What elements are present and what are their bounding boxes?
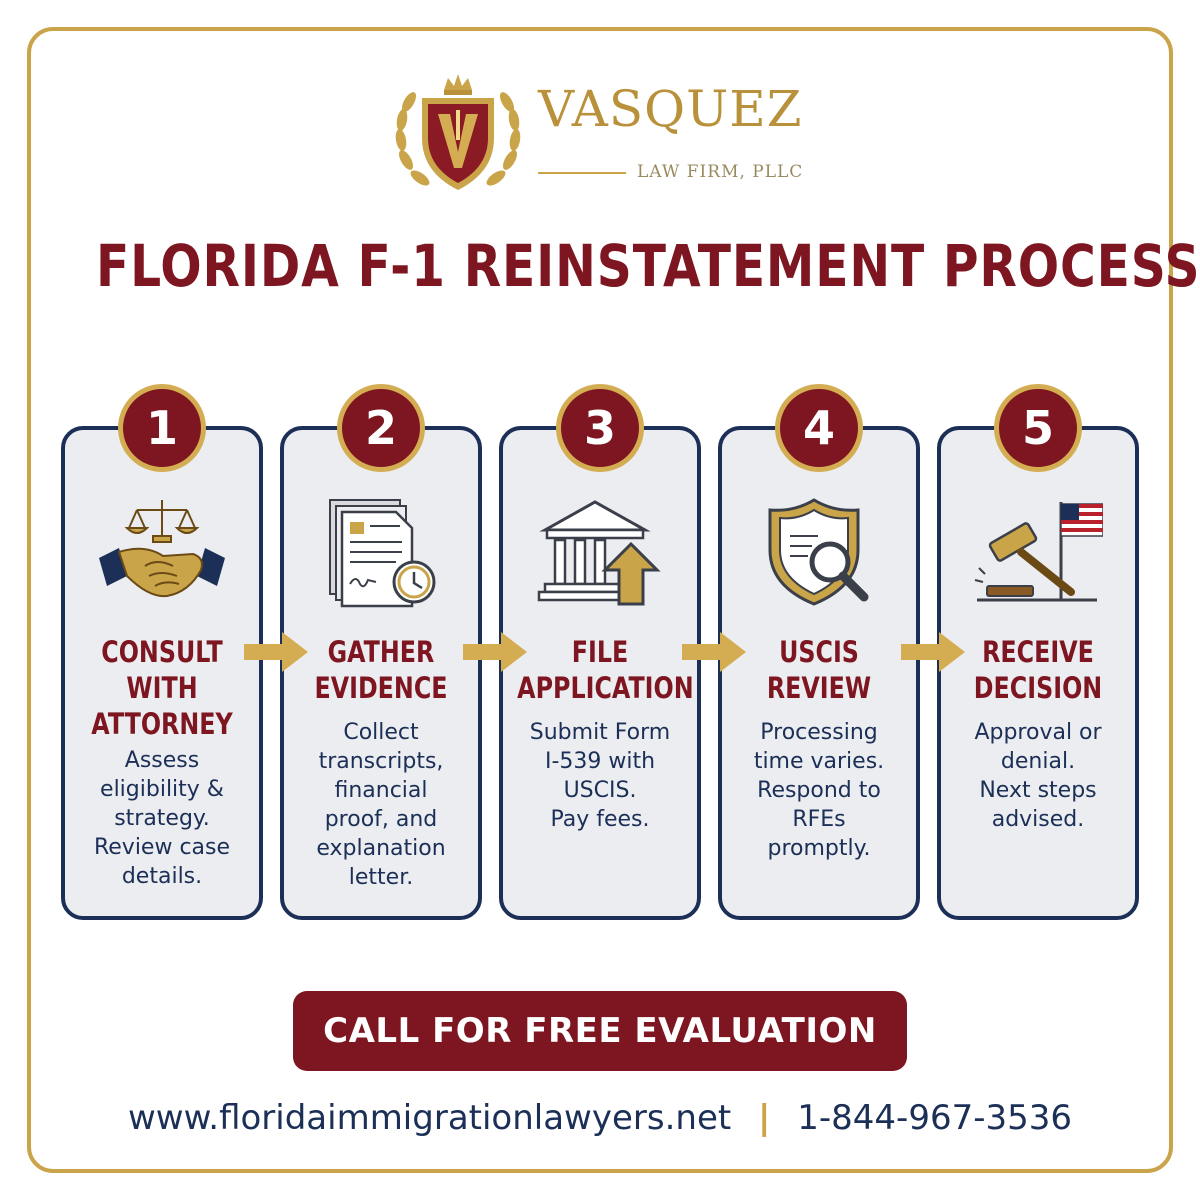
firm-name: VASQUEZ <box>538 80 803 138</box>
step-card <box>937 426 1139 920</box>
arrow-right-icon <box>244 632 308 672</box>
step-number-badge: 1 <box>118 384 206 472</box>
phone-link[interactable]: 1-844-967-3536 <box>797 1098 1073 1138</box>
step-description: Collect transcripts, financial proof, an… <box>316 720 446 890</box>
step-heading: RECEIVE DECISION <box>973 635 1103 705</box>
step-2: 2 GATHER EVIDENCE Collect transcripts, f… <box>280 384 482 922</box>
scales-handshake-icon <box>99 500 225 598</box>
free-evaluation-button[interactable]: CALL FOR FREE EVALUATION <box>293 991 907 1071</box>
firm-subtitle: LAW FIRM, PLLC <box>637 162 804 182</box>
firm-divider <box>538 172 626 174</box>
step-heading: USCIS REVIEW <box>766 635 872 705</box>
step-4: 4 USCIS REVIEW Processing time varies. R… <box>718 384 920 922</box>
step-heading: CONSULT WITH ATTORNEY <box>91 635 233 741</box>
step-number-badge: 5 <box>994 384 1082 472</box>
courthouse-upload-icon <box>537 500 661 606</box>
website-link[interactable]: www.floridaimmigrationlawyers.net <box>127 1098 732 1138</box>
documents-clock-icon <box>329 499 436 608</box>
arrow-right-icon <box>682 632 746 672</box>
arrow-right-icon <box>463 632 527 672</box>
page-title: FLORIDA F-1 REINSTATEMENT PROCESS <box>96 232 1200 300</box>
step-description: Processing time varies. Respond to RFEs … <box>753 720 885 861</box>
arrow-right-icon <box>901 632 965 672</box>
step-card <box>61 426 263 920</box>
step-5: 5 RECEIVE DECISION Approval or denial. N… <box>937 384 1139 922</box>
step-1: 1 CONSULT WITH ATTORNEY Assess eligibili… <box>61 384 263 922</box>
footer-separator: | <box>758 1098 771 1138</box>
shield-magnifier-icon <box>768 498 869 606</box>
step-heading: FILE APPLICATION <box>517 635 694 705</box>
step-number-badge: 4 <box>775 384 863 472</box>
step-description: Assess eligibility & strategy. Review ca… <box>93 748 231 889</box>
step-number-badge: 3 <box>556 384 644 472</box>
step-heading: GATHER EVIDENCE <box>314 635 448 705</box>
gavel-flag-icon <box>974 502 1103 602</box>
step-3: 3 FILE APPLICATION Submit Form I-539 wit… <box>499 384 701 922</box>
firm-logo[interactable]: VASQUEZ LAW FIRM, PLLC <box>392 68 822 200</box>
step-description: Submit Form I-539 with USCIS. Pay fees. <box>529 720 671 832</box>
step-number-badge: 2 <box>337 384 425 472</box>
step-description: Approval or denial. Next steps advised. <box>974 720 1102 832</box>
shield-laurel-icon <box>395 74 521 190</box>
footer: www.floridaimmigrationlawyers.net | 1-84… <box>0 1098 1200 1138</box>
